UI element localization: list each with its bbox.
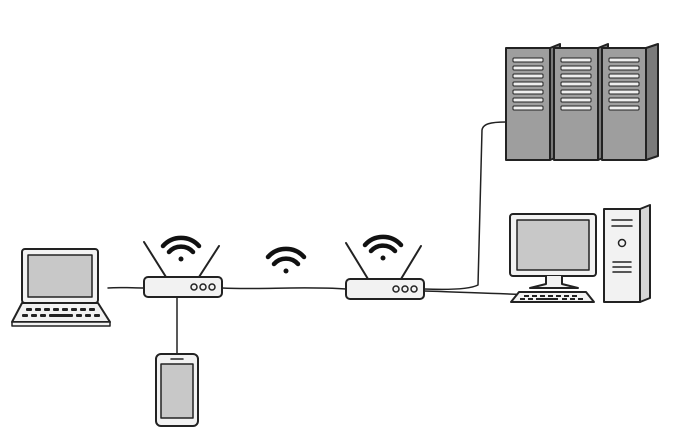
wifi-router-icon [345,242,425,300]
desktop-computer-icon [509,204,651,303]
server-rack-icon [505,43,659,161]
smartphone-icon [155,353,199,427]
wifi-signal-icon [160,235,202,262]
link-router-server [423,121,507,291]
link-router-router [221,287,347,290]
laptop-keyboard [22,308,100,317]
server-unit [505,43,561,161]
wifi-signal-icon [362,234,404,261]
server-unit [601,43,659,161]
wifi-router-icon [143,241,223,298]
laptop-icon [11,248,111,327]
server-unit [553,43,609,161]
wifi-signal-icon [265,246,307,274]
